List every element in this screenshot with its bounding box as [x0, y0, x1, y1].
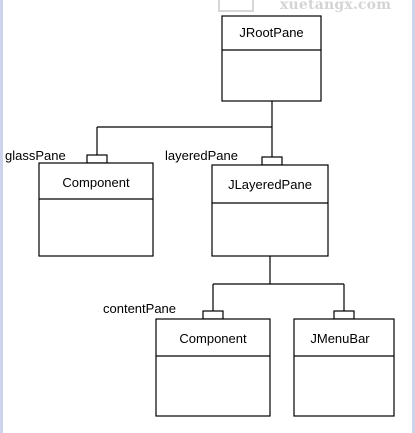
node-jrootpane: JRootPane	[221, 15, 322, 102]
node-glass-component-label: Component	[62, 175, 130, 190]
node-glass-component: Component	[38, 154, 154, 257]
content-port	[202, 310, 224, 320]
connectors	[96, 101, 345, 311]
menubar-port	[333, 310, 355, 320]
node-jmenubar-label: JMenuBar	[310, 331, 370, 346]
glass-port	[86, 154, 108, 164]
node-jlayeredpane-label: JLayeredPane	[228, 177, 312, 192]
role-layeredpane: layeredPane	[165, 148, 238, 163]
watermark: xuetangx.com	[218, 0, 415, 16]
node-jrootpane-label: JRootPane	[239, 25, 303, 40]
node-content-component-label: Component	[179, 331, 247, 346]
layered-port	[261, 156, 283, 166]
node-content-component: Component	[155, 310, 271, 417]
watermark-text: xuetangx.com	[280, 0, 392, 13]
role-glasspane: glassPane	[5, 148, 66, 163]
node-jlayeredpane: JLayeredPane	[211, 156, 329, 257]
role-contentpane: contentPane	[103, 301, 176, 316]
watermark-logo-icon	[218, 0, 254, 12]
node-jmenubar: JMenuBar	[293, 310, 395, 417]
